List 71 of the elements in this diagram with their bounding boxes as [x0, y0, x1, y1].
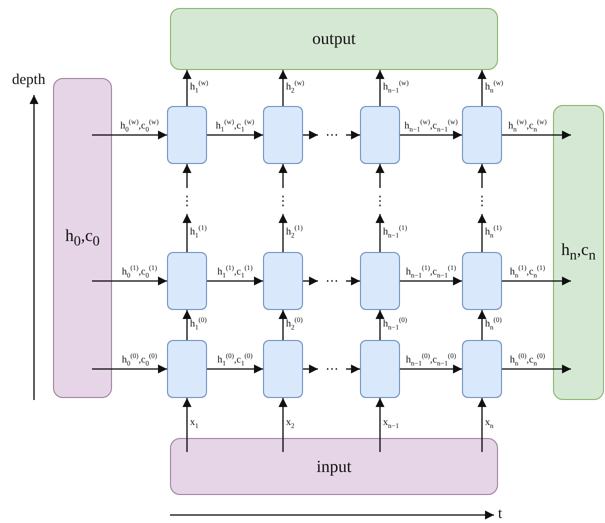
lstm-cell	[263, 252, 303, 310]
arrow	[375, 310, 385, 340]
node-label: input	[316, 456, 352, 476]
arrow	[477, 70, 487, 106]
ellipsis: ⋮	[375, 188, 385, 214]
arrow	[502, 364, 571, 374]
lstm-cell	[360, 106, 400, 164]
arrow	[92, 276, 167, 286]
arrow	[400, 130, 462, 140]
lstm-cell	[263, 340, 303, 398]
input-box	[170, 438, 498, 495]
arrow	[207, 130, 263, 140]
ellipsis: ⋯	[318, 127, 346, 143]
arrow	[278, 398, 288, 452]
arrow	[477, 214, 487, 252]
arrow	[278, 310, 288, 340]
arrow	[207, 276, 263, 286]
arrow	[400, 364, 462, 374]
state-box	[553, 105, 604, 400]
arrow	[502, 130, 571, 140]
arrow	[303, 276, 318, 286]
edge-label: x$_{n−1}$	[383, 417, 399, 431]
arrow	[375, 214, 385, 252]
arrow	[182, 310, 192, 340]
axis-label: depth	[12, 72, 46, 89]
lstm-cell	[360, 340, 400, 398]
arrow	[477, 164, 487, 188]
node-label: output	[312, 29, 356, 49]
ellipsis: ⋮	[182, 188, 192, 214]
lstm-cell	[360, 252, 400, 310]
arrow	[182, 70, 192, 106]
lstm-cell	[462, 106, 502, 164]
arrow	[477, 310, 487, 340]
ellipsis: ⋯	[318, 273, 346, 289]
node-label: h$_{n}$,c$_{n}$	[561, 240, 596, 265]
arrow	[477, 398, 487, 452]
arrow	[303, 364, 318, 374]
ellipsis: ⋯	[318, 361, 346, 377]
arrow	[92, 130, 167, 140]
arrow	[182, 398, 192, 452]
lstm-cell	[263, 106, 303, 164]
edge-label: x$_{n}$	[485, 417, 494, 431]
arrow	[92, 364, 167, 374]
axis-label: t	[498, 506, 502, 523]
arrow	[182, 164, 192, 188]
arrow	[207, 364, 263, 374]
arrow	[375, 70, 385, 106]
ellipsis: ⋮	[477, 188, 487, 214]
arrow	[182, 214, 192, 252]
arrow	[502, 276, 571, 286]
edge-label: x$_{2}$	[286, 417, 294, 431]
arrow	[375, 164, 385, 188]
arrow	[278, 164, 288, 188]
arrow	[278, 214, 288, 252]
output-box	[170, 8, 498, 70]
lstm-cell	[462, 340, 502, 398]
arrow	[303, 130, 318, 140]
arrow	[400, 276, 462, 286]
lstm-cell	[167, 340, 207, 398]
lstm-cell	[462, 252, 502, 310]
state-box	[53, 78, 112, 398]
arrow	[375, 398, 385, 452]
node-label: h$_{0}$,c$_{0}$	[65, 226, 100, 250]
arrow	[278, 70, 288, 106]
arrow	[346, 276, 360, 286]
lstm-cell	[167, 252, 207, 310]
arrow	[346, 130, 360, 140]
arrow	[346, 364, 360, 374]
lstm-cell	[167, 106, 207, 164]
ellipsis: ⋮	[278, 188, 288, 214]
edge-label: x$_{1}$	[190, 417, 198, 431]
